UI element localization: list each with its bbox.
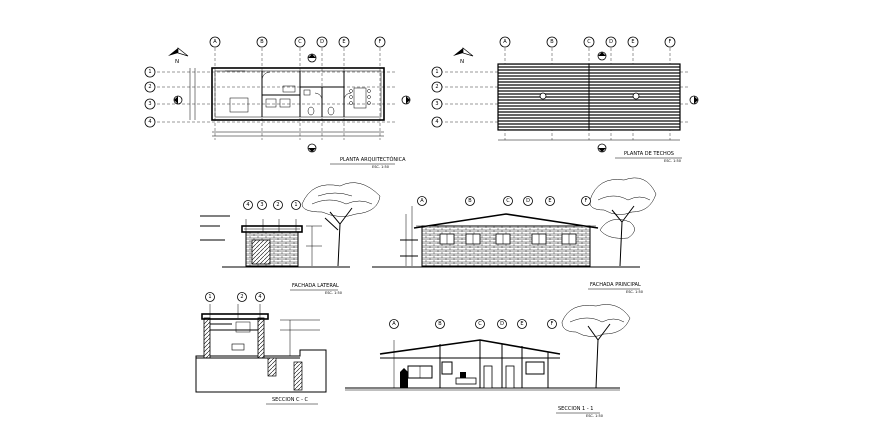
axis-label: E (548, 198, 551, 204)
axis-label: D (609, 39, 613, 45)
axis-label: F (669, 39, 672, 45)
section-1-title: SECCION 1 - 1 (558, 406, 593, 412)
axis-label: 4 (435, 119, 438, 125)
front-elevation-scale: ESC. 1:50 (626, 290, 643, 294)
axis-label: A (213, 39, 217, 45)
floor-plan-title: PLANTA ARQUITECTÓNICA (340, 156, 406, 163)
axis-label: A (420, 198, 424, 204)
side-elevation-title: FACHADA LATERAL (292, 283, 339, 289)
axis-label: E (342, 39, 345, 45)
side-elevation-scale: ESC. 1:50 (325, 291, 342, 295)
axis-label: 2 (240, 294, 243, 300)
axis-label: E (631, 39, 634, 45)
tree-icon (301, 182, 381, 267)
axis-label: F (551, 321, 554, 327)
north-arrow-icon: N (453, 47, 474, 65)
floor-plan-scale: ESC. 1:50 (372, 165, 389, 169)
axis-label: 3 (435, 101, 438, 107)
front-elevation-axis-bubbles: A B C D E F (417, 196, 591, 206)
axis-label: D (320, 39, 324, 45)
roof-plan-title: PLANTA DE TECHOS (624, 151, 674, 157)
tree-icon (561, 304, 631, 389)
side-elevation-axis-bubbles: 4 3 2 1 (243, 200, 301, 210)
front-elevation-drawing: FACHADA PRINCIPAL ESC. 1:50 A B C D E F (372, 177, 657, 294)
north-label: N (460, 59, 464, 65)
axis-label: 2 (148, 84, 151, 90)
axis-label: B (438, 321, 442, 327)
axis-label: 4 (148, 119, 151, 125)
front-elevation-title: FACHADA PRINCIPAL (590, 282, 641, 288)
axis-label: A (503, 39, 507, 45)
axis-label: D (526, 198, 530, 204)
section-c-drawing: SECCION C - C 1 2 4 (195, 292, 327, 405)
axis-label: F (379, 39, 382, 45)
axis-label: 1 (294, 202, 297, 208)
section-1-axis-bubbles: A B C D E F (389, 319, 557, 329)
axis-label: 1 (208, 294, 211, 300)
axis-label: 1 (148, 69, 151, 75)
axis-label: 3 (148, 101, 151, 107)
axis-label: E (520, 321, 523, 327)
floor-plan-drawing: N (144, 36, 411, 169)
axis-label: C (587, 39, 591, 45)
axis-label: 4 (246, 202, 249, 208)
axis-label: 2 (276, 202, 279, 208)
axis-label: C (506, 198, 510, 204)
side-elevation-drawing: FACHADA LATERAL ESC. 1:50 4 3 2 1 (200, 182, 381, 295)
section-1-scale: ESC. 1:50 (586, 414, 603, 418)
section-1-drawing: SECCION 1 - 1 ESC. 1:50 A B C D E F (345, 304, 631, 418)
axis-label: B (468, 198, 472, 204)
axis-label: 2 (435, 84, 438, 90)
axis-label: F (585, 198, 588, 204)
axis-label: 1 (435, 69, 438, 75)
roof-plan-scale: ESC. 1:50 (664, 159, 681, 163)
axis-label: C (298, 39, 302, 45)
axis-label: B (550, 39, 554, 45)
roof-plan-drawing: N PLANTA DE TECHOS ESC. 1:50 A B C D E F… (431, 36, 699, 163)
roof-plan-axis-bubbles: A B C D E F 1 2 3 4 (431, 36, 676, 128)
axis-label: 3 (260, 202, 263, 208)
section-c-title: SECCION C - C (272, 397, 309, 403)
axis-label: B (260, 39, 264, 45)
axis-label: 4 (258, 294, 261, 300)
north-arrow-icon: N (168, 47, 189, 65)
axis-label: C (478, 321, 482, 327)
floor-plan-axis-bubbles: A B C D E F 1 2 3 4 (144, 36, 386, 128)
axis-label: D (500, 321, 504, 327)
north-label: N (175, 59, 179, 65)
axis-label: A (392, 321, 396, 327)
section-c-axis-bubbles: 1 2 4 (205, 292, 265, 302)
tree-icon (589, 177, 657, 267)
